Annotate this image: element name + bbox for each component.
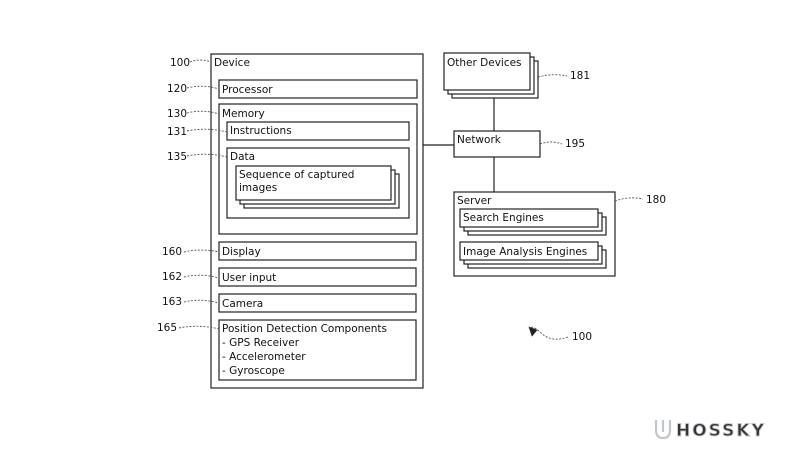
network-label: Network <box>457 134 502 146</box>
user-input-box: User input <box>218 267 417 287</box>
watermark-logo: HOSSKY <box>654 420 766 441</box>
memory-label: Memory <box>222 108 265 120</box>
gps-receiver-item: - GPS Receiver <box>222 337 300 349</box>
search-engines-stack: Search Engines <box>459 208 607 236</box>
image-analysis-engines-stack: Image Analysis Engines <box>459 241 607 269</box>
leader-data <box>186 153 228 158</box>
ref-user-input: 162 <box>162 271 182 283</box>
ref-display: 160 <box>162 246 182 258</box>
ref-camera: 163 <box>162 296 182 308</box>
system-ref-arrow-line <box>530 326 569 340</box>
instructions-label: Instructions <box>230 125 292 137</box>
system-ref-arrow-head <box>528 326 538 337</box>
other-devices-label: Other Devices <box>447 57 522 69</box>
ref-processor: 120 <box>167 83 187 95</box>
watermark-logo-icon <box>654 420 672 440</box>
watermark-text: HOSSKY <box>676 421 766 441</box>
leader-camera <box>183 299 220 304</box>
server-label: Server <box>457 195 492 207</box>
user-input-label: User input <box>222 272 276 284</box>
ref-other-devices: 181 <box>570 70 590 82</box>
leader-user-input <box>183 274 220 279</box>
image-analysis-engines-label: Image Analysis Engines <box>463 246 587 258</box>
captured-images-stack: Sequence of captured images <box>235 165 400 209</box>
leader-server <box>614 197 644 202</box>
search-engines-label: Search Engines <box>463 212 544 224</box>
processor-label: Processor <box>222 84 273 96</box>
leader-device <box>189 59 212 63</box>
display-label: Display <box>222 246 261 258</box>
position-detection-label: Position Detection Components <box>222 323 387 335</box>
leader-network <box>539 141 563 145</box>
ref-instructions: 131 <box>167 126 187 138</box>
leader-position-detection <box>178 325 220 330</box>
ref-server: 180 <box>646 194 666 206</box>
leader-processor <box>186 85 220 90</box>
ref-device: 100 <box>170 57 190 69</box>
display-box: Display <box>218 241 417 261</box>
processor-box: Processor <box>218 79 418 99</box>
network-box: Network <box>453 130 541 158</box>
camera-label: Camera <box>222 298 263 310</box>
device-title: Device <box>214 57 250 69</box>
gyroscope-item: - Gyroscope <box>222 365 285 377</box>
ref-position-detection: 165 <box>157 322 177 334</box>
leader-memory <box>186 110 220 115</box>
other-devices-stack: Other Devices <box>443 52 539 99</box>
leader-instructions <box>186 128 228 133</box>
captured-images-line2: images <box>239 182 277 194</box>
ref-network: 195 <box>565 138 585 150</box>
ref-data: 135 <box>167 151 187 163</box>
position-detection-box: Position Detection Components - GPS Rece… <box>218 319 417 381</box>
ref-memory: 130 <box>167 108 187 120</box>
instructions-box: Instructions <box>226 121 410 141</box>
leader-other-devices <box>537 74 568 78</box>
accelerometer-item: - Accelerometer <box>222 351 306 363</box>
camera-box: Camera <box>218 293 417 313</box>
leader-display <box>183 249 220 253</box>
data-label: Data <box>230 151 255 163</box>
captured-images-line1: Sequence of captured <box>239 169 354 181</box>
ref-system: 100 <box>572 331 592 343</box>
